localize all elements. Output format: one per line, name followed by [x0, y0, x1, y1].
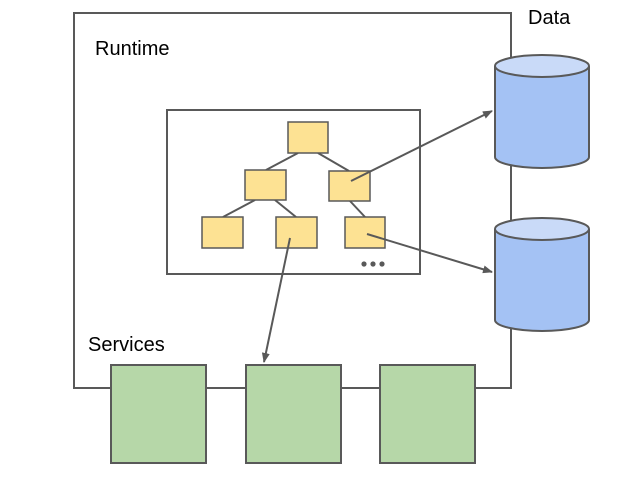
- tree-edge: [265, 152, 299, 171]
- service-box-2: [245, 364, 342, 464]
- arrow-leaf-to-database-2: [366, 233, 493, 274]
- arrow-leaf-to-service-2: [261, 237, 291, 363]
- database-cylinder-1: [494, 54, 590, 169]
- database-cylinder-2: [494, 217, 590, 332]
- service-box-1: [110, 364, 207, 464]
- services-label: Services: [88, 334, 165, 356]
- tree-edge: [349, 200, 366, 218]
- runtime-label: Runtime: [95, 38, 169, 60]
- ellipsis-icon: [361, 261, 385, 267]
- arrows: [261, 110, 493, 363]
- tree-node-root: [287, 121, 329, 154]
- services-row: [110, 364, 476, 464]
- tree-edge: [317, 152, 350, 172]
- tree-node-left: [244, 169, 287, 201]
- data-label: Data: [528, 7, 571, 29]
- tree-node-leaf-1: [201, 216, 244, 249]
- tree-edges: [222, 152, 366, 218]
- arrow-node-to-database-1: [350, 110, 493, 182]
- tree-node-leaf-3: [344, 216, 386, 249]
- service-box-3: [379, 364, 476, 464]
- tree-edge: [222, 199, 256, 218]
- tree-node-leaf-2: [275, 216, 318, 249]
- tree-edge: [274, 199, 297, 218]
